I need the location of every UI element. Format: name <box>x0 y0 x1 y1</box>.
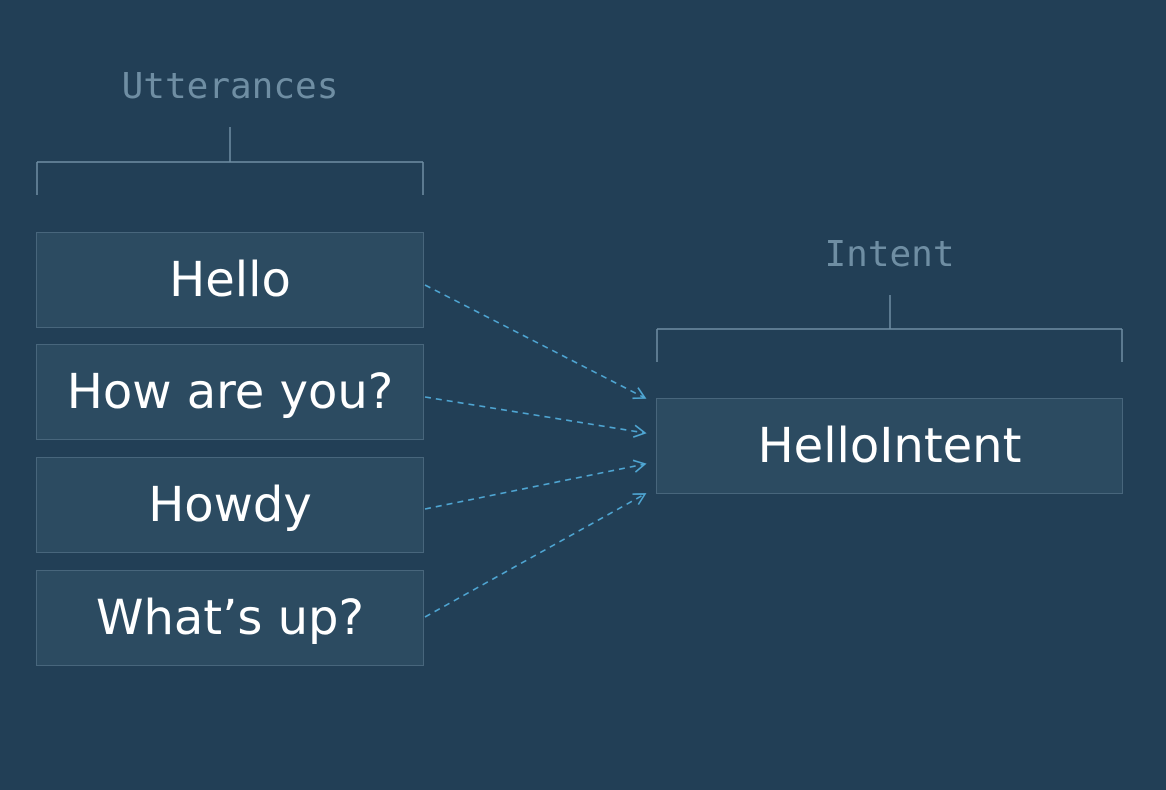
utterance-box-how-are-you: How are you? <box>36 344 424 440</box>
utterances-heading: Utterances <box>121 66 339 107</box>
utterance-box-whats-up: What’s up? <box>36 570 424 666</box>
arrow-howdy <box>424 459 647 510</box>
intent-bracket <box>656 295 1123 362</box>
arrow-whats-up <box>424 493 647 618</box>
utterance-box-howdy: Howdy <box>36 457 424 553</box>
intent-heading: Intent <box>824 234 955 275</box>
utterance-box-hello: Hello <box>36 232 424 328</box>
arrow-how-are-you <box>424 396 647 438</box>
arrow-hello <box>424 284 647 400</box>
utterances-bracket <box>36 127 424 195</box>
intent-box-hellointent: HelloIntent <box>656 398 1123 494</box>
